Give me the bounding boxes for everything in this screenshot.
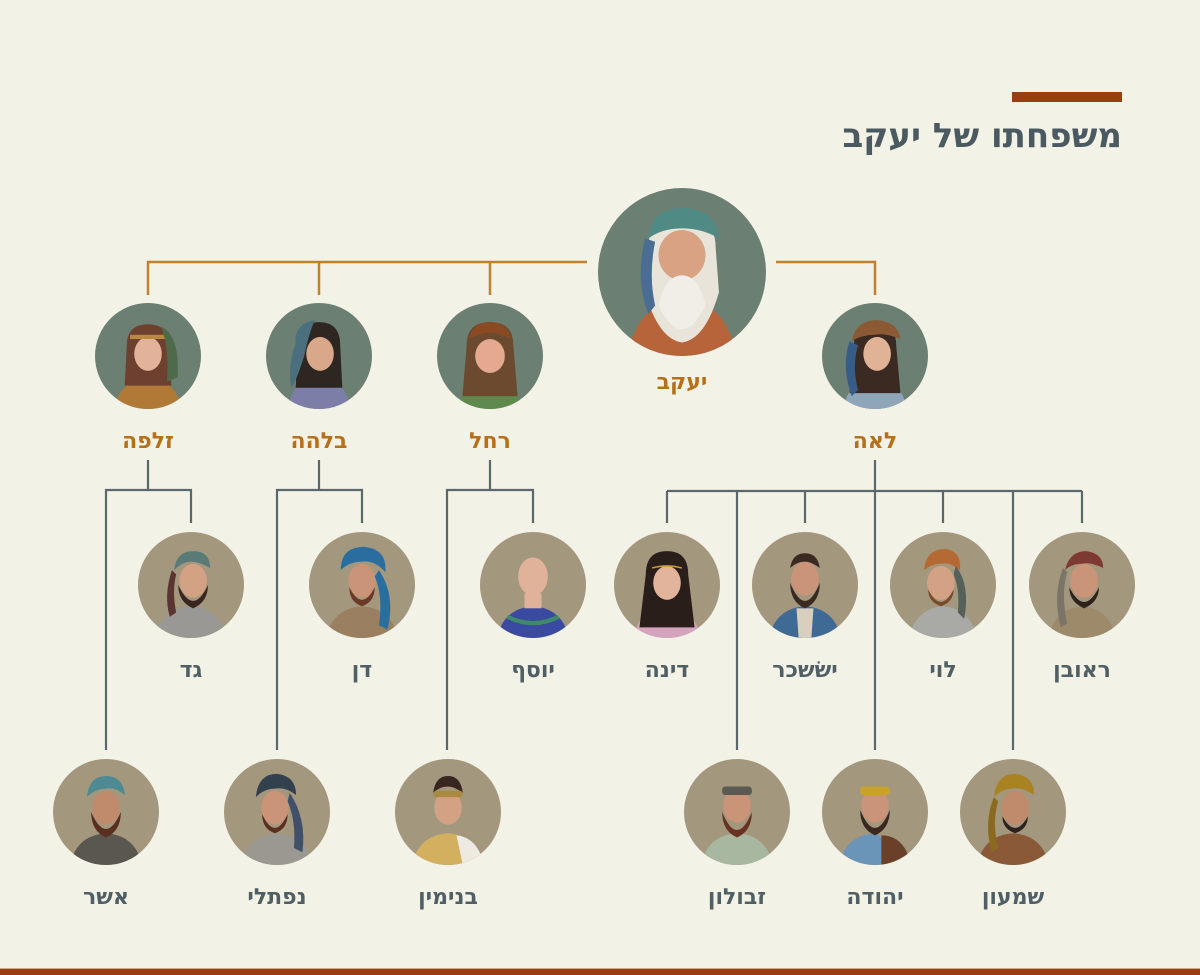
title-accent-bar bbox=[1012, 92, 1122, 102]
woman-portrait-icon bbox=[114, 324, 182, 409]
man-portrait-icon bbox=[1048, 551, 1116, 638]
child-name-naphtali: נפתלי bbox=[247, 885, 307, 910]
wife-portrait-rachel bbox=[437, 303, 543, 409]
page-title: משפחתו של יעקב bbox=[842, 116, 1122, 156]
child-portrait-simeon bbox=[960, 759, 1066, 865]
wife-node-zilpah[interactable]: זלפה bbox=[95, 303, 201, 454]
child-node-levi[interactable]: לוי bbox=[890, 532, 996, 683]
child-name-reuben: ראובן bbox=[1053, 658, 1111, 683]
child-node-naphtali[interactable]: נפתלי bbox=[224, 759, 330, 910]
woman-portrait-icon bbox=[458, 322, 522, 409]
child-name-issachar: ישׂשכר bbox=[772, 658, 838, 683]
woman-portrait-icon bbox=[633, 551, 701, 638]
child-node-dan[interactable]: דן bbox=[309, 532, 415, 683]
child-portrait-benjamin bbox=[395, 759, 501, 865]
child-node-asher[interactable]: אשר bbox=[53, 759, 159, 910]
child-portrait-asher bbox=[53, 759, 159, 865]
wife-node-rachel[interactable]: רחל bbox=[437, 303, 543, 454]
patriarch-portrait bbox=[598, 188, 766, 356]
child-name-joseph: יוסף bbox=[511, 658, 555, 683]
man-portrait-icon bbox=[768, 553, 842, 638]
man-portrait-icon bbox=[496, 557, 570, 638]
child-name-levi: לוי bbox=[929, 658, 957, 683]
man-portrait-icon bbox=[909, 548, 977, 638]
child-portrait-naphtali bbox=[224, 759, 330, 865]
wife-name-leah: לאה bbox=[852, 429, 898, 454]
child-portrait-gad bbox=[138, 532, 244, 638]
man-portrait-icon bbox=[240, 773, 314, 865]
man-portrait-icon bbox=[411, 775, 485, 865]
child-node-dinah[interactable]: דינה bbox=[614, 532, 720, 683]
child-name-dan: דן bbox=[351, 658, 373, 683]
man-portrait-icon bbox=[838, 786, 912, 865]
man-portrait-icon bbox=[976, 773, 1050, 865]
child-node-benjamin[interactable]: בנימין bbox=[395, 759, 501, 910]
wife-portrait-bilhah bbox=[266, 303, 372, 409]
child-portrait-zebulun bbox=[684, 759, 790, 865]
footer-accent-bar bbox=[0, 968, 1200, 975]
child-node-reuben[interactable]: ראובן bbox=[1029, 532, 1135, 683]
elder-portrait-icon bbox=[628, 208, 736, 356]
child-name-judah: יהודה bbox=[846, 885, 904, 910]
wife-node-leah[interactable]: לאה bbox=[822, 303, 928, 454]
wife-name-zilpah: זלפה bbox=[122, 429, 174, 454]
child-portrait-judah bbox=[822, 759, 928, 865]
child-name-asher: אשר bbox=[83, 885, 129, 910]
child-name-simeon: שמעון bbox=[981, 885, 1045, 910]
woman-portrait-icon bbox=[843, 319, 907, 409]
child-portrait-levi bbox=[890, 532, 996, 638]
child-portrait-reuben bbox=[1029, 532, 1135, 638]
child-portrait-joseph bbox=[480, 532, 586, 638]
man-portrait-icon bbox=[154, 551, 228, 638]
patriarch-node[interactable]: יעקב bbox=[598, 188, 766, 395]
child-node-zebulun[interactable]: זבולון bbox=[684, 759, 790, 910]
wife-name-rachel: רחל bbox=[469, 429, 511, 454]
child-name-dinah: דינה bbox=[644, 658, 690, 683]
child-portrait-dan bbox=[309, 532, 415, 638]
wife-portrait-zilpah bbox=[95, 303, 201, 409]
man-portrait-icon bbox=[325, 546, 399, 638]
child-name-zebulun: זבולון bbox=[707, 885, 767, 910]
child-node-gad[interactable]: גד bbox=[138, 532, 244, 683]
child-name-benjamin: בנימין bbox=[418, 885, 478, 910]
patriarch-name: יעקב bbox=[656, 370, 708, 395]
child-name-gad: גד bbox=[179, 658, 203, 683]
child-node-joseph[interactable]: יוסף bbox=[480, 532, 586, 683]
wife-node-bilhah[interactable]: בלהה bbox=[266, 303, 372, 454]
child-portrait-dinah bbox=[614, 532, 720, 638]
child-node-judah[interactable]: יהודה bbox=[822, 759, 928, 910]
man-portrait-icon bbox=[700, 786, 774, 865]
man-portrait-icon bbox=[69, 775, 143, 865]
child-node-simeon[interactable]: שמעון bbox=[960, 759, 1066, 910]
woman-portrait-icon bbox=[287, 319, 351, 409]
wife-name-bilhah: בלהה bbox=[290, 429, 348, 454]
child-portrait-issachar bbox=[752, 532, 858, 638]
wife-portrait-leah bbox=[822, 303, 928, 409]
child-node-issachar[interactable]: ישׂשכר bbox=[752, 532, 858, 683]
